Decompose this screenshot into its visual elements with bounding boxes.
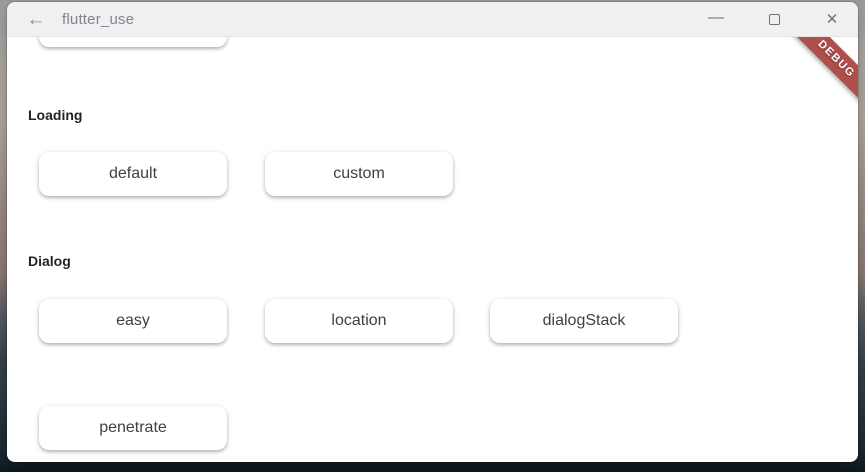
minimize-button[interactable]: — xyxy=(698,2,734,37)
loading-custom-button[interactable]: custom xyxy=(265,152,453,196)
top-partial-button[interactable] xyxy=(39,37,227,47)
back-arrow-icon: ← xyxy=(26,8,46,30)
debug-banner-corner: DEBUG xyxy=(746,37,858,149)
maximize-button[interactable] xyxy=(756,2,792,37)
section-title-loading: Loading xyxy=(28,107,83,123)
debug-banner: DEBUG xyxy=(771,37,858,125)
title-bar: ← flutter_use — ✕ xyxy=(7,2,858,37)
dialog-dialogstack-button[interactable]: dialogStack xyxy=(490,299,678,343)
back-button[interactable]: ← xyxy=(21,2,51,37)
maximize-icon xyxy=(768,14,780,25)
loading-default-button[interactable]: default xyxy=(39,152,227,196)
app-window: ← flutter_use — ✕ Loading default custom… xyxy=(7,2,858,462)
window-title: flutter_use xyxy=(62,10,135,28)
section-title-dialog: Dialog xyxy=(28,253,71,269)
close-icon: ✕ xyxy=(825,11,839,28)
dialog-easy-button[interactable]: easy xyxy=(39,299,227,343)
dialog-penetrate-button[interactable]: penetrate xyxy=(39,406,227,450)
page-content: Loading default custom Dialog easy locat… xyxy=(7,37,858,461)
minimize-icon: — xyxy=(708,8,724,26)
close-button[interactable]: ✕ xyxy=(814,2,850,37)
window-controls: — ✕ xyxy=(698,2,850,37)
dialog-location-button[interactable]: location xyxy=(265,299,453,343)
